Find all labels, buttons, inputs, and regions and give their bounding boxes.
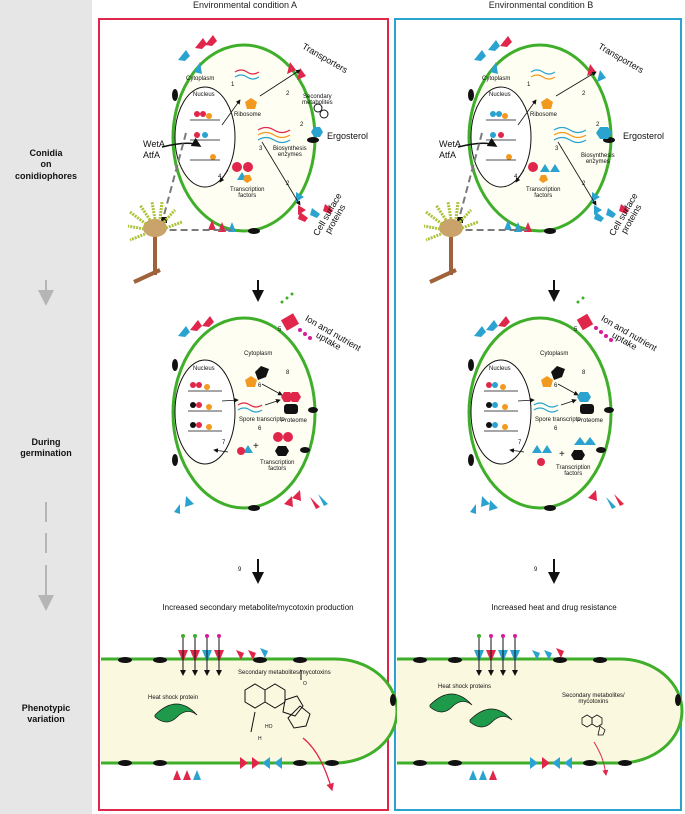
panel-condition-a: [98, 18, 389, 811]
step-6-b1: 6: [554, 383, 558, 389]
heat-shock-label-b: Heat shock proteins: [438, 684, 492, 690]
conidia-cell-b: [467, 43, 615, 234]
step-4-b: 4: [514, 174, 518, 180]
step-8-b: 8: [582, 370, 586, 376]
step-1-a: 1: [231, 82, 235, 88]
struct-h-label: H: [258, 736, 262, 742]
nucleus-label-b2: Nucleus: [489, 366, 511, 372]
step-2-b1: 2: [582, 91, 586, 97]
spore-transcripts-label-b: Spore transcripts: [535, 417, 581, 423]
step-3-b: 3: [555, 146, 559, 152]
step-8-a: 8: [286, 370, 290, 376]
step-2-b3: 2: [582, 181, 586, 187]
conidia-cell-a: [171, 43, 329, 234]
step-4-a: 4: [218, 174, 222, 180]
struct-ho-label: HO: [265, 724, 273, 730]
secmet-label-a: Secondary metabolites/mycotoxins: [238, 670, 331, 676]
germination-cell-a: [171, 292, 318, 511]
step-9-b: 9: [534, 567, 538, 573]
cytoplasm-label-b1: Cytoplasm: [482, 76, 511, 82]
signal-arrows-b: [470, 36, 629, 514]
outcome-a-label: Increased secondary metabolite/mycotoxin…: [162, 603, 354, 612]
column-a-title: Environmental condition A: [192, 0, 298, 10]
nucleus-label-a1: Nucleus: [193, 92, 215, 98]
cytoplasm-label-a1: Cytoplasm: [186, 76, 215, 82]
nucleus-label-b1: Nucleus: [489, 92, 511, 98]
spore-transcripts-label-a: Spore transcripts: [239, 417, 285, 423]
hypha-b: [397, 634, 684, 780]
outcome-b-label: Increased heat and drug resistance: [491, 603, 617, 612]
step-6-b2: 6: [554, 426, 558, 432]
stage-sidebar: [0, 0, 92, 814]
step-6-a1: 6: [258, 383, 262, 389]
ergosterol-label-a: Ergosterol: [327, 131, 369, 141]
germination-cell-b: [467, 296, 614, 511]
step-9-a: 9: [238, 567, 242, 573]
step-5-b: 5: [574, 327, 578, 333]
cytoplasm-label-b2: Cytoplasm: [540, 351, 569, 357]
hypha-a: [101, 634, 399, 792]
ergosterol-label-b: Ergosterol: [623, 131, 665, 141]
step-5-a: 5: [278, 327, 282, 333]
step-2-a3: 2: [286, 181, 290, 187]
step-7-a: 7: [222, 440, 226, 446]
conidiophore-a: [127, 201, 183, 284]
secmet-label-b: Secondary metabolites/mycotoxins: [562, 693, 625, 706]
proteome-label-a: Proteome: [281, 418, 308, 424]
struct-o-label: O: [303, 681, 307, 687]
step-2-a2: 2: [300, 122, 304, 128]
step-2-b2: 2: [596, 122, 600, 128]
conidiophore-b: [423, 201, 479, 284]
plus-sign-a: +: [253, 441, 259, 452]
nucleus-label-a2: Nucleus: [193, 366, 215, 372]
step-1-b: 1: [527, 82, 531, 88]
step-3-a: 3: [259, 146, 263, 152]
signal-arrows-a: [174, 35, 333, 514]
cytoplasm-label-a2: Cytoplasm: [244, 351, 273, 357]
ribosome-label-b: Ribosome: [530, 112, 558, 118]
step-6-a2: 6: [258, 426, 262, 432]
heat-shock-label-a: Heat shock protein: [148, 695, 199, 701]
plus-sign-b: +: [559, 449, 565, 460]
column-b-title: Environmental condition B: [488, 0, 594, 10]
proteome-label-b: Proteome: [577, 418, 604, 424]
step-2-a1: 2: [286, 91, 290, 97]
ribosome-label-a: Ribosome: [234, 112, 262, 118]
step-7-b: 7: [518, 440, 522, 446]
panel-condition-b: [394, 18, 682, 811]
